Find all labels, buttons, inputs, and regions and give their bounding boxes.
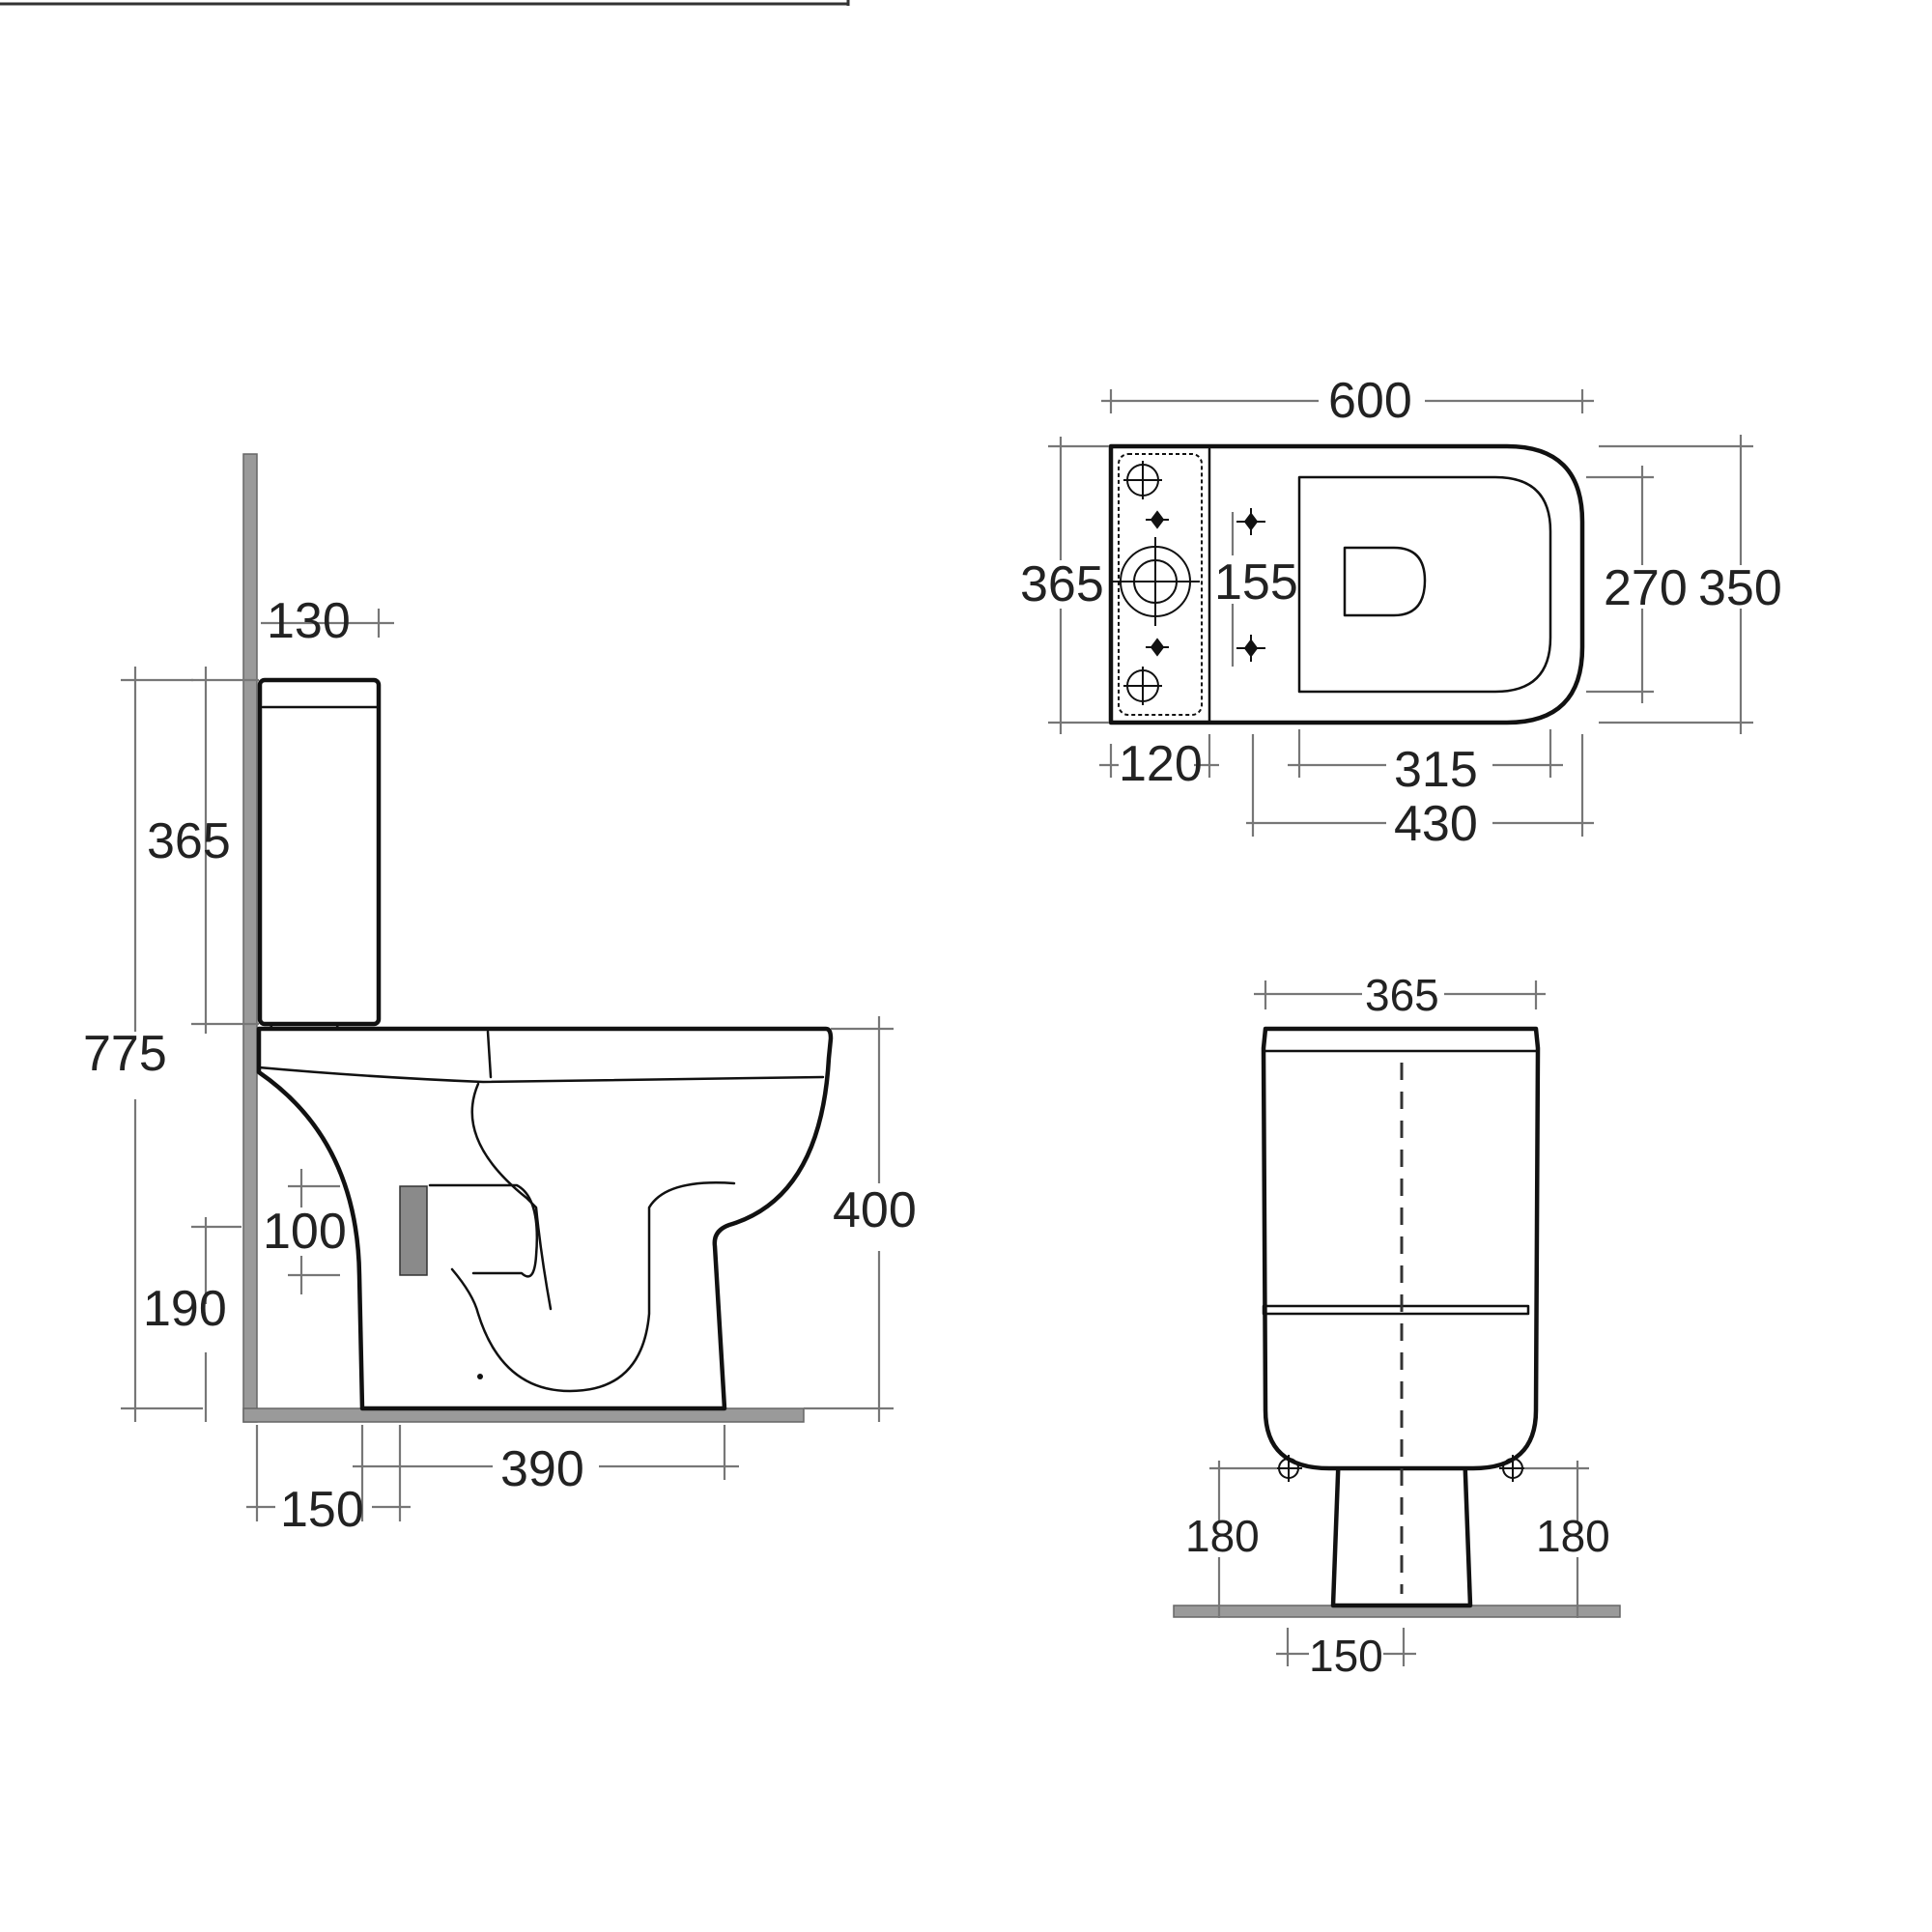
- front-view: 365 180 180 150: [1173, 970, 1621, 1681]
- outlet-hatch: [399, 1185, 428, 1276]
- seat-plan-outline: [1297, 475, 1552, 694]
- dim-outlet-to-front: 390: [500, 1441, 584, 1497]
- dim-plan-cistern-width: 365: [1020, 556, 1104, 612]
- dim-outlet-size: 100: [263, 1204, 347, 1260]
- plan-dimension-lines: [1048, 389, 1753, 837]
- side-dimension-lines: [121, 609, 894, 1521]
- fixing-point: [477, 1374, 483, 1379]
- dim-outlet-height: 190: [143, 1281, 227, 1337]
- dim-plan-overall-length: 600: [1328, 373, 1412, 429]
- dim-plan-pan-width: 350: [1698, 560, 1782, 616]
- bowl-outline: [470, 1082, 553, 1311]
- dim-plan-cistern-depth: 120: [1119, 736, 1203, 792]
- plan-view: 600 365 155 270 350 120 315 430: [1020, 373, 1782, 852]
- dim-plan-pan-length: 430: [1394, 796, 1478, 852]
- seat-hinge-line: [486, 1030, 493, 1079]
- dim-pan-height: 400: [833, 1182, 917, 1238]
- dim-wall-to-outlet: 150: [280, 1482, 364, 1538]
- dim-front-fixing-height-right: 180: [1536, 1511, 1610, 1561]
- wall: [242, 453, 258, 1423]
- front-seat-line: [1262, 1304, 1530, 1316]
- dim-overall-height: 775: [83, 1026, 167, 1082]
- pan-plan-outline: [1108, 443, 1585, 725]
- dim-plan-fixing-spacing: 155: [1214, 554, 1298, 611]
- pan-body: [256, 1026, 834, 1411]
- seat-hinge-plan: [1343, 546, 1427, 617]
- dim-plan-seat-length: 315: [1394, 742, 1478, 798]
- front-fixing-symbols: [1275, 1455, 1526, 1482]
- dim-front-overall-width: 365: [1365, 970, 1439, 1020]
- dim-front-fixing-height-left: 180: [1185, 1511, 1260, 1561]
- trap-outline: [450, 1181, 736, 1393]
- dim-front-foot-width: 150: [1309, 1631, 1383, 1681]
- front-dimension-lines: [1209, 980, 1589, 1666]
- cistern-plan-inner: [1118, 453, 1203, 716]
- dim-plan-seat-width: 270: [1604, 560, 1688, 616]
- cistern: [257, 677, 382, 1027]
- plan-fixing-symbols: [1111, 461, 1265, 705]
- trapway: [428, 1183, 539, 1278]
- dim-cistern-depth: 130: [267, 593, 351, 649]
- side-view: 130 365 775 400 100 190 390 150: [83, 453, 917, 1538]
- dim-cistern-height: 365: [147, 813, 231, 869]
- seat-line: [257, 1065, 825, 1084]
